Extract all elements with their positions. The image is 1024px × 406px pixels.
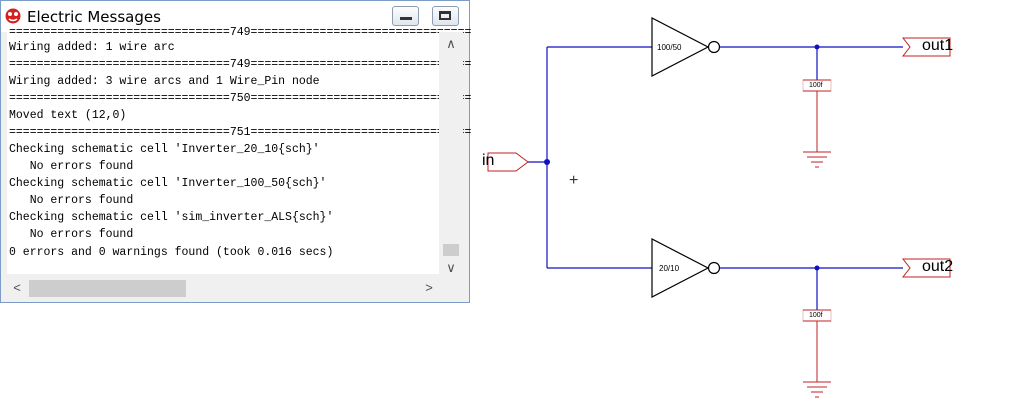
horizontal-scrollbar[interactable]: < > <box>7 275 439 301</box>
scrollbar-corner <box>439 275 463 301</box>
scroll-right-icon[interactable]: > <box>425 280 433 295</box>
horizontal-scroll-thumb[interactable] <box>29 280 186 297</box>
electric-app-icon <box>5 8 21 24</box>
ground-icon <box>803 151 831 168</box>
capacitor-top-label: 100f <box>809 82 823 89</box>
inverter-bottom-shape[interactable] <box>651 238 710 298</box>
scroll-up-icon[interactable]: ∧ <box>446 36 456 51</box>
inverter-top-bubble <box>707 40 721 54</box>
inverter-bottom-bubble <box>707 261 721 275</box>
minimize-button[interactable] <box>392 6 419 26</box>
log-line: Wiring added: 1 wire arc <box>9 41 175 54</box>
junction-dot <box>544 159 550 165</box>
log-line: Checking schematic cell 'Inverter_100_50… <box>9 177 327 190</box>
junction-dot <box>814 44 820 50</box>
inverter-top-shape[interactable] <box>651 17 710 77</box>
log-line: ================================749=====… <box>9 26 472 39</box>
inverter-top-label: 100/50 <box>657 43 682 52</box>
log-line: Moved text (12,0) <box>9 109 127 122</box>
crosshair-icon: + <box>569 172 579 189</box>
log-line: No errors found <box>9 228 134 241</box>
log-line: Checking schematic cell 'Inverter_20_10{… <box>9 143 320 156</box>
log-line: 0 errors and 0 warnings found (took 0.01… <box>9 246 334 259</box>
log-line: No errors found <box>9 160 134 173</box>
output-pin-2-shape[interactable] <box>901 258 951 278</box>
junction-dot <box>814 265 820 271</box>
minimize-icon <box>400 17 412 20</box>
schematic-drawing <box>487 17 951 398</box>
scroll-left-icon[interactable]: < <box>13 280 21 295</box>
scroll-down-icon[interactable]: ∨ <box>446 260 456 275</box>
output-pin-1-label: out1 <box>922 37 954 54</box>
schematic-canvas[interactable]: in out1 out2 100/50 20/10 100f 100f + <box>470 0 1024 406</box>
input-pin-label: in <box>482 152 495 169</box>
wires <box>528 46 903 310</box>
title-bar[interactable]: Electric Messages <box>1 1 469 32</box>
output-pin-2-label: out2 <box>922 258 954 275</box>
log-line: ================================750=====… <box>9 92 472 105</box>
log-line: Checking schematic cell 'sim_inverter_AL… <box>9 211 334 224</box>
capacitor-top[interactable] <box>802 79 832 152</box>
maximize-icon <box>439 11 451 20</box>
vertical-scroll-thumb[interactable] <box>443 244 459 256</box>
message-log[interactable]: ================================749=====… <box>7 26 471 274</box>
input-pin-shape[interactable] <box>487 152 529 172</box>
log-line: ================================749=====… <box>9 58 472 71</box>
log-line: ================================751=====… <box>9 126 472 139</box>
maximize-button[interactable] <box>432 6 459 26</box>
log-line: Wiring added: 3 wire arcs and 1 Wire_Pin… <box>9 75 320 88</box>
capacitor-bottom[interactable] <box>802 309 832 382</box>
inverter-bottom-label: 20/10 <box>659 264 680 273</box>
capacitor-bottom-label: 100f <box>809 312 823 319</box>
window-title: Electric Messages <box>27 8 161 26</box>
ground-icon <box>803 381 831 398</box>
vertical-scrollbar[interactable]: ∧ ∨ <box>439 32 463 275</box>
output-pin-1-shape[interactable] <box>901 37 951 57</box>
log-line: No errors found <box>9 194 134 207</box>
messages-window: Electric Messages ======================… <box>0 0 471 303</box>
